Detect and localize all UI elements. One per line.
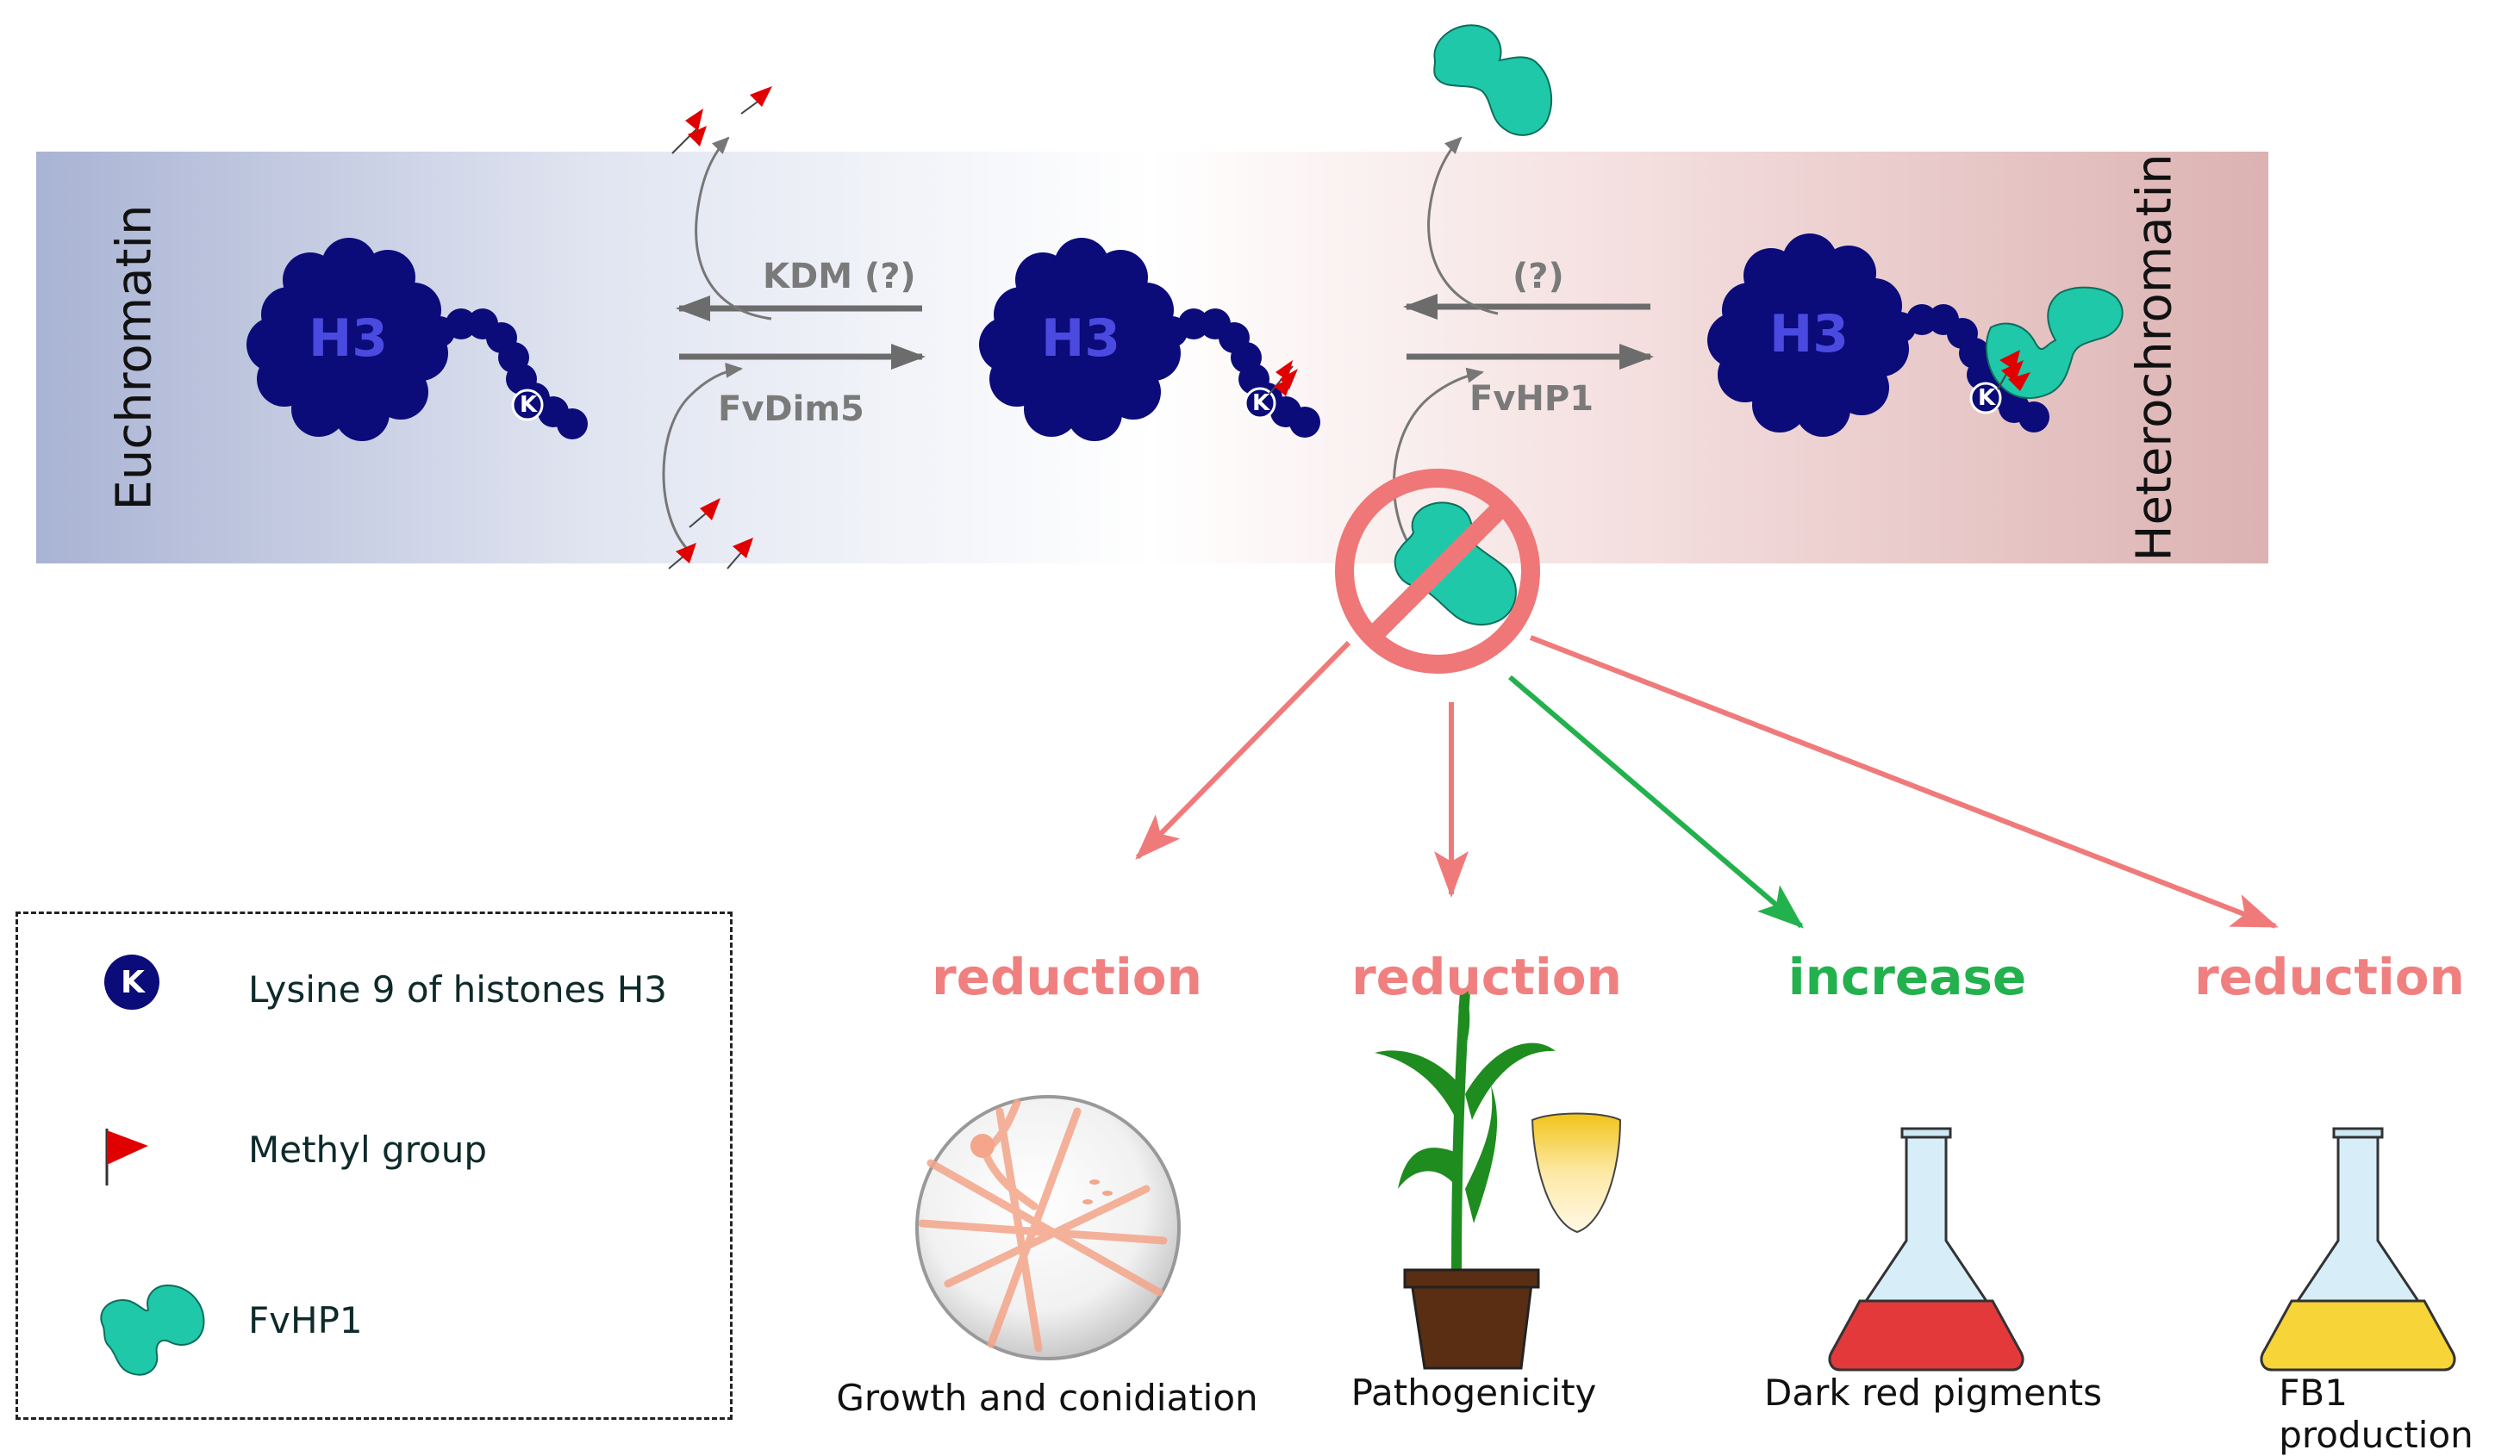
fvhp1-reaction-label: FvHP1 [1469,379,1594,419]
flask-red-icon [1828,1127,2024,1372]
outcome-fb1-label: reduction [2194,948,2465,1006]
fvhp1-icon [100,1284,205,1376]
flask-yellow-icon [2260,1127,2456,1372]
kdm-label: KDM (?) [763,257,916,296]
histone-h3-hp1-bound [1707,233,2124,437]
methyl-flag-icon [105,1129,148,1185]
legend-lysine-label: Lysine 9 of histones H3 [248,968,667,1011]
methyl-flag-icon [671,86,772,154]
lysine-label: K [520,392,538,418]
legend [16,912,733,1420]
euchromatin-label: Euchromatin [106,204,163,511]
methyl-flag-icon [668,498,753,569]
lysine-label: K [1978,385,1996,411]
lysine-label: K [1252,390,1270,416]
fvhp1-deletion-icon [1335,469,1540,674]
caption-pigments: Dark red pigments [1764,1372,2102,1414]
maize-plant-icon [1375,990,1556,1370]
fvhp1-icon [1433,24,1553,136]
outcome-growth-label: reduction [932,948,1202,1006]
histone-label: H3 [309,308,388,369]
petri-dish-icon [915,1095,1181,1360]
histone-h3-unmethylated [246,238,588,441]
legend-methyl-label: Methyl group [248,1129,488,1171]
methyl-flag-icon [1268,360,1298,396]
outcome-arrows [1135,635,2279,929]
fvhp1-icon [1985,286,2124,400]
histone-label: H3 [1769,304,1849,364]
methyl-flag-icon [1997,350,2030,391]
outcome-pigments-label: increase [1787,948,2027,1006]
histone-h3-methylated [979,238,1320,441]
legend-icons [100,955,205,1376]
outcome-pathogenicity-label: reduction [1351,948,1622,1006]
legend-fvhp1-label: FvHP1 [248,1299,363,1341]
heterochromatin-label: Heterochromatin [2126,153,2183,562]
caption-pathogenicity: Pathogenicity [1350,1372,1597,1414]
fvdim5-label: FvDim5 [718,389,864,429]
reaction-arrows-step2 [1393,136,1654,552]
histone-label: H3 [1041,308,1120,369]
caption-fb1: FB1 production [2279,1372,2473,1456]
lysine-icon: K [121,965,145,1000]
unknown-enzyme-label: (?) [1513,257,1564,296]
maize-kernel-icon [1531,1112,1622,1234]
caption-growth: Growth and conidiation [836,1377,1258,1419]
reaction-arrows-step1 [662,136,926,553]
